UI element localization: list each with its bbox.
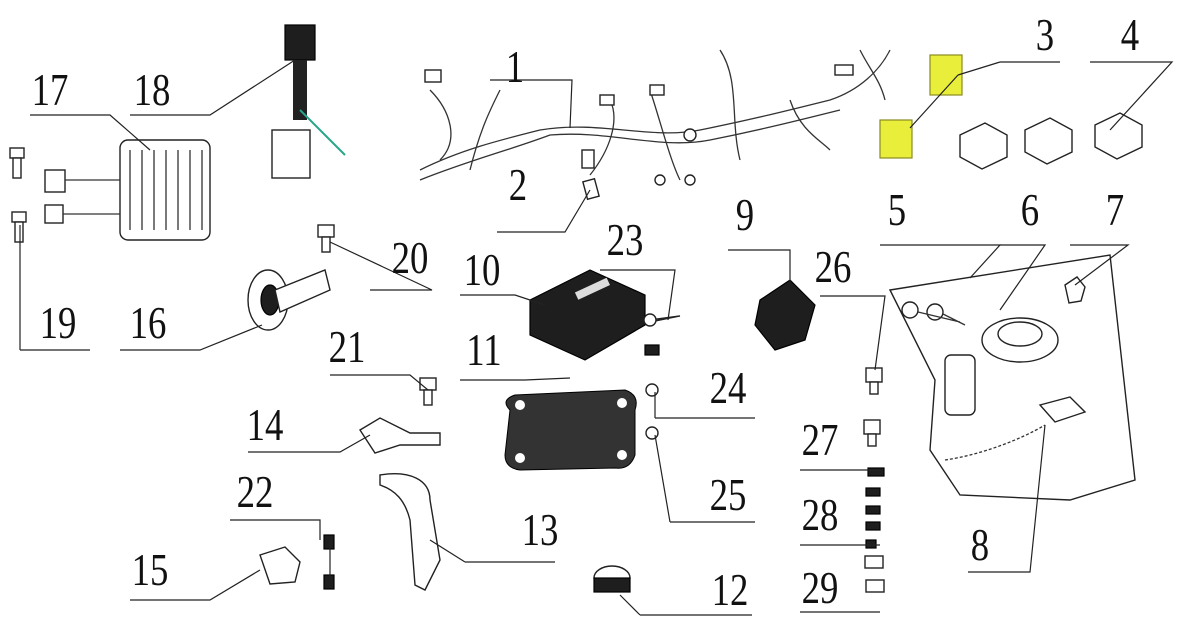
connector-cap-2 (582, 177, 600, 201)
callout-22: 22 (237, 467, 274, 518)
callout-25: 25 (710, 470, 747, 521)
callout-9: 9 (736, 190, 754, 241)
leader-line-15 (130, 569, 261, 601)
wiring-harness (419, 49, 891, 186)
seat-lock-7 (1064, 276, 1086, 304)
callout-7: 7 (1106, 185, 1124, 236)
switch-9 (754, 279, 816, 351)
bolt-21 (419, 377, 437, 391)
leader-line-11 (460, 377, 571, 381)
screw-27 (867, 467, 885, 477)
screw-28a (865, 487, 881, 497)
bolt-19a (9, 147, 25, 159)
callout-23: 23 (607, 215, 644, 266)
leader-line-14 (248, 434, 371, 453)
callout-3: 3 (1036, 10, 1054, 61)
callout-28: 28 (802, 490, 839, 541)
callout-19: 19 (40, 298, 77, 349)
leader-line-24 (654, 392, 755, 419)
bolt-19b (11, 211, 27, 223)
bolt-29a (864, 555, 884, 569)
leader-line-25 (654, 434, 755, 523)
leader-line-13 (429, 539, 555, 563)
callout-5: 5 (888, 185, 906, 236)
screw-28b (865, 539, 877, 549)
rivet-24 (645, 383, 659, 397)
lock-latch-8 (1038, 396, 1087, 423)
leader-line-4 (1090, 61, 1174, 131)
leader-line-5 (880, 244, 1002, 279)
screw-24 (644, 344, 660, 356)
leader-line-19 (19, 225, 90, 351)
callout-14: 14 (247, 400, 284, 451)
leader-line-16 (120, 324, 263, 351)
leader-line-22 (230, 519, 331, 580)
parts-artwork (9, 24, 1143, 593)
callout-16: 16 (130, 298, 167, 349)
leader-line-2 (497, 189, 591, 233)
callout-1: 1 (506, 42, 524, 93)
screw-22a (323, 534, 335, 550)
callout-18: 18 (134, 65, 171, 116)
relay-18 (284, 24, 316, 61)
callout-6: 6 (1021, 185, 1039, 236)
leader-line-7 (1070, 244, 1130, 286)
plug-cap-13 (379, 473, 441, 591)
leader-line-17 (30, 114, 151, 151)
leader-line-26 (820, 295, 886, 371)
callout-27: 27 (802, 415, 839, 466)
connector-2 (581, 149, 595, 169)
callout-15: 15 (132, 545, 169, 596)
leader-line-23 (600, 269, 676, 321)
connector-17a (44, 169, 66, 193)
leader-line-21 (330, 374, 429, 391)
sensor-14 (359, 417, 441, 454)
plug-18 (271, 129, 311, 179)
callout-24: 24 (710, 363, 747, 414)
callout-4: 4 (1121, 10, 1140, 61)
callout-10: 10 (464, 245, 501, 296)
relays-4 (959, 112, 1143, 170)
leader-line-20 (329, 241, 433, 291)
callout-8: 8 (971, 520, 989, 571)
leader-line-10 (460, 294, 546, 306)
callout-11: 11 (466, 325, 501, 376)
lock-set-panel (888, 254, 1136, 501)
callout-29: 29 (802, 563, 839, 614)
leader-line-6 (999, 244, 1047, 311)
rubber-plate-11 (504, 389, 637, 471)
callout-12: 12 (712, 565, 749, 616)
callout-21: 21 (329, 322, 366, 373)
bolt-26b (863, 419, 881, 435)
screw-22b (323, 574, 335, 590)
callout-17: 17 (32, 65, 69, 116)
leader-line-18 (130, 59, 296, 116)
connector-17b (44, 204, 64, 224)
rivet-25 (645, 426, 659, 440)
leader-line-9 (728, 249, 791, 282)
sensor-15 (259, 546, 301, 585)
regulator-17 (119, 139, 211, 241)
callout-26: 26 (815, 242, 852, 293)
leader-line-12 (619, 594, 752, 616)
callout-13: 13 (522, 505, 559, 556)
fuel-cap-inner (997, 321, 1043, 347)
bolt-29b (865, 579, 885, 593)
callout-20: 20 (392, 233, 429, 284)
bolt-26a (865, 367, 883, 383)
fuse-3b (879, 119, 913, 159)
ignition-switch (944, 354, 976, 416)
leader-line-8 (968, 424, 1046, 573)
bolt-20 (317, 224, 335, 238)
keys-5 (901, 301, 966, 326)
callout-2: 2 (509, 160, 527, 211)
leader-lines (19, 59, 1174, 616)
leader-line-3 (909, 61, 1060, 129)
cdi-unit-10 (529, 269, 646, 361)
leader-line-1 (490, 79, 573, 129)
